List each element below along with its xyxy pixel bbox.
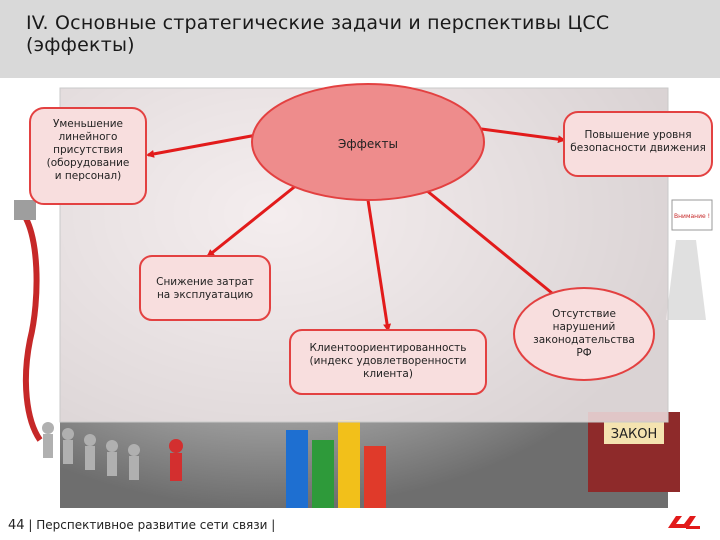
arrow-to-client: [366, 199, 392, 332]
warning-sign-label: Внимание !: [674, 213, 710, 220]
node-law-label: Отсутствие нарушений законодательства РФ: [533, 308, 635, 359]
footer-caption: | Перспективное развитие сети связи |: [28, 518, 276, 532]
node-client-box: [289, 329, 487, 395]
node-reduce-presence-label: Уменьшение линейного присутствия (оборуд…: [46, 118, 130, 182]
center-label: Эффекты: [338, 137, 398, 151]
node-reduce-presence-box: [29, 107, 147, 205]
node-safety-label: Повышение уровня безопасности движения: [570, 129, 706, 154]
node-cost-box: [139, 255, 271, 321]
arrow-to-safety: [473, 126, 566, 144]
law-book-label: ЗАКОН: [611, 427, 657, 442]
footer-text: 44 | Перспективное развитие сети связи |: [8, 518, 275, 533]
title-band: [0, 0, 720, 78]
rzd-logo-icon: [668, 516, 700, 529]
node-safety-box: [563, 111, 713, 177]
center-ellipse: [251, 83, 485, 201]
node-cost-label: Снижение затрат на эксплуатацию: [156, 276, 254, 301]
node-client-label: Клиентоориентированность (индекс удовлет…: [309, 342, 467, 380]
arrow-to-reduce-presence: [146, 132, 263, 158]
footer-page-number: 44: [8, 518, 25, 533]
arrow-to-cost: [206, 182, 299, 258]
node-law-ellipse: [513, 287, 655, 381]
footer: 44 | Перспективное развитие сети связи |: [0, 508, 720, 540]
arrow-to-law: [425, 188, 560, 300]
page-title: IV. Основные стратегические задачи и пер…: [26, 12, 610, 56]
